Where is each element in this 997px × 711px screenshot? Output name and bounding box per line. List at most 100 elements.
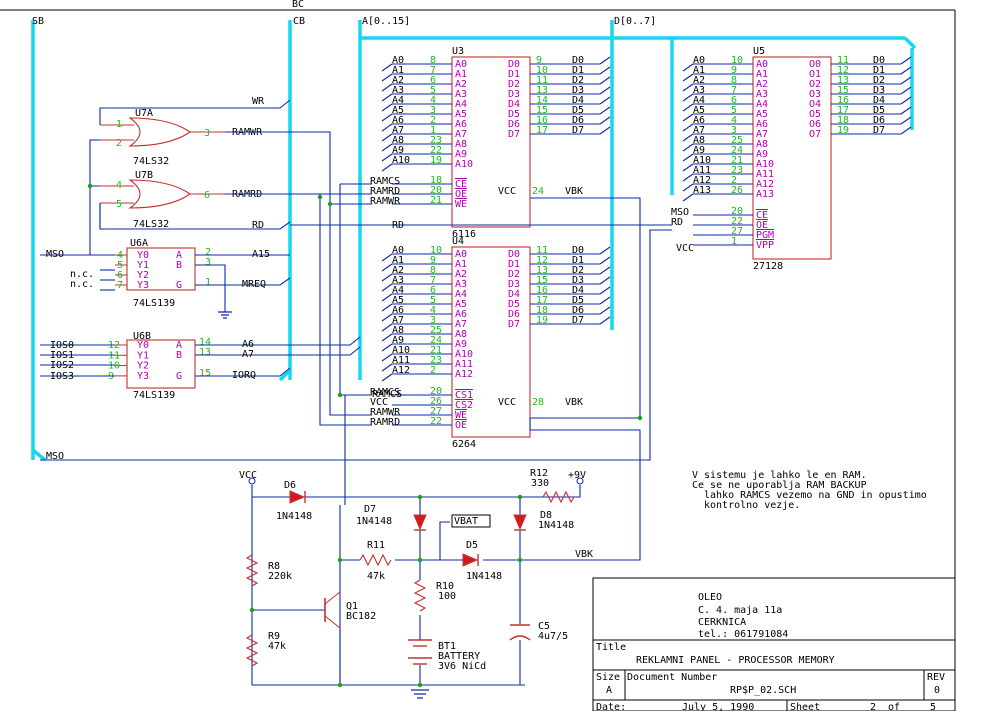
r10-value: 100 — [438, 591, 456, 602]
u3-ctrlnet-2: RAMWR — [370, 196, 401, 207]
u4-pinnum-0: 10 — [430, 245, 442, 256]
u5-ctrlnum-2: 27 — [731, 226, 743, 237]
u5-pin-a11: A11 — [756, 169, 774, 180]
u3-data-net-4: D4 — [572, 95, 584, 106]
u5-outnum-3: 15 — [837, 85, 849, 96]
u5-data-net-2: D2 — [873, 75, 885, 86]
d6-value: 1N4148 — [276, 511, 312, 522]
note: V sistemu je lahko le en RAM. Ce se ne u… — [692, 470, 927, 511]
u4-ctrl-cs1: CS1 — [455, 390, 473, 401]
tb-title: REKLAMNI PANEL - PROCESSOR MEMORY — [636, 655, 835, 666]
u3-data-net-6: D6 — [572, 115, 584, 126]
note-line-3: lahko RAMCS vezemo na GND in opustimo — [704, 490, 927, 501]
u5-outnum-2: 13 — [837, 75, 849, 86]
u7a-ref: U7A — [135, 108, 153, 119]
u6a-pin-y2: Y2 — [137, 270, 149, 281]
u5-net-a8: A8 — [693, 135, 705, 146]
u5-ctrl-ce: CE — [756, 210, 768, 221]
u4-pinnum-4: 6 — [430, 285, 436, 296]
u4-net-a1: A1 — [392, 255, 404, 266]
u7b-ref: U7B — [135, 170, 153, 181]
note-line-4: kontrolno vezje. — [704, 500, 800, 511]
chip-u6b: U6B 74LS139 — [126, 331, 196, 401]
u3-net-a1: A1 — [392, 65, 404, 76]
v9-terminal-label: +9V — [568, 470, 586, 481]
r8-ref: R8 — [268, 561, 280, 572]
u5-pin-a8: A8 — [756, 139, 768, 150]
u4-data-net-0: D0 — [572, 245, 584, 256]
u6b-pin-y3: Y3 — [137, 371, 149, 382]
bus-cb-label: CB — [293, 16, 305, 27]
u7a-pin2: 2 — [116, 138, 122, 149]
u7b-in-net: RD — [252, 220, 264, 231]
u3-net-a8: A8 — [392, 135, 404, 146]
u3-data-net-2: D2 — [572, 75, 584, 86]
u6b-rpinnum-1: 13 — [199, 347, 211, 358]
u3-vcc: VCC — [498, 186, 516, 197]
u3-out-0: D0 — [508, 59, 520, 70]
u3-pinnum-8: 23 — [430, 135, 442, 146]
u3-part: 6116 — [452, 229, 476, 240]
u4-outnum-7: 19 — [536, 315, 548, 326]
u4-net-a11: A11 — [392, 355, 410, 366]
u4-net-a9: A9 — [392, 335, 404, 346]
u3-data-net-0: D0 — [572, 55, 584, 66]
label-ios2: IOS2 — [50, 360, 74, 371]
u3-ctrlnet-0: RAMCS — [370, 176, 400, 187]
u4-data-net-1: D1 — [572, 255, 584, 266]
u3-out-1: D1 — [508, 69, 520, 80]
u4-outnum-0: 11 — [536, 245, 548, 256]
tb-address2: CERKNICA — [698, 617, 746, 628]
u5-pin-a12: A12 — [756, 179, 774, 190]
tb-sheets: 5 — [930, 702, 936, 711]
r12-ref: R12 — [530, 468, 548, 479]
u3-pinnum-2: 6 — [430, 75, 436, 86]
label-iorq: IORQ — [232, 370, 256, 381]
u7a-in-net: WR — [252, 96, 265, 107]
u5-pinnum-6: 4 — [731, 115, 737, 126]
u4-pinnum-5: 5 — [430, 295, 436, 306]
u6b-rpin-1: B — [176, 350, 182, 361]
u5-out-7: O7 — [809, 129, 821, 140]
wires-logic — [40, 99, 672, 461]
u4-ctrlnum-0: 20 — [430, 386, 442, 397]
u6a-pinnum-1: 5 — [117, 260, 123, 271]
u4-net-a5: A5 — [392, 295, 404, 306]
u4-outnum-4: 16 — [536, 285, 548, 296]
u3-pinnum-0: 8 — [430, 55, 436, 66]
label-a6: A6 — [242, 339, 254, 350]
u3-pin-a5: A5 — [455, 109, 467, 120]
u3-pin-a7: A7 — [455, 129, 467, 140]
u3-net-a5: A5 — [392, 105, 404, 116]
u5-pinnum-13: 26 — [731, 185, 743, 196]
d8-ref: D8 — [540, 510, 552, 521]
u7b-pin5: 5 — [116, 199, 122, 210]
u4-net-a4: A4 — [392, 285, 404, 296]
u4-pinnum-1: 9 — [430, 255, 436, 266]
u5-pinnum-3: 7 — [731, 85, 737, 96]
u6a-pin-y1: Y1 — [137, 260, 149, 271]
u4-pinnum-8: 25 — [430, 325, 442, 336]
u3-pin-a1: A1 — [455, 69, 467, 80]
tb-docnum: RP$P_02.SCH — [730, 685, 796, 696]
u3-net-a3: A3 — [392, 85, 404, 96]
tb-phone: tel.: 061791084 — [698, 629, 788, 640]
u6a-pinnum-0: 4 — [117, 250, 123, 261]
u5-net-a11: A11 — [693, 165, 711, 176]
u6b-pin-y2: Y2 — [137, 361, 149, 372]
u3-ctrlnet-1: RAMRD — [370, 186, 400, 197]
bus-sb-label: SB — [32, 16, 44, 27]
tb-date-label: Date: — [596, 702, 626, 711]
d8-value: 1N4148 — [538, 520, 574, 531]
u3-out-5: D5 — [508, 109, 520, 120]
tb-of: of — [888, 702, 900, 711]
u3-net-a2: A2 — [392, 75, 404, 86]
u6a-rpinnum-0: 2 — [205, 247, 211, 258]
u5-net-a10: A10 — [693, 155, 711, 166]
d5-value: 1N4148 — [466, 571, 502, 582]
u3-ctrl-ce: CE — [455, 179, 467, 190]
u5-pin-a6: A6 — [756, 119, 768, 130]
u4-data-net-2: D2 — [572, 265, 584, 276]
